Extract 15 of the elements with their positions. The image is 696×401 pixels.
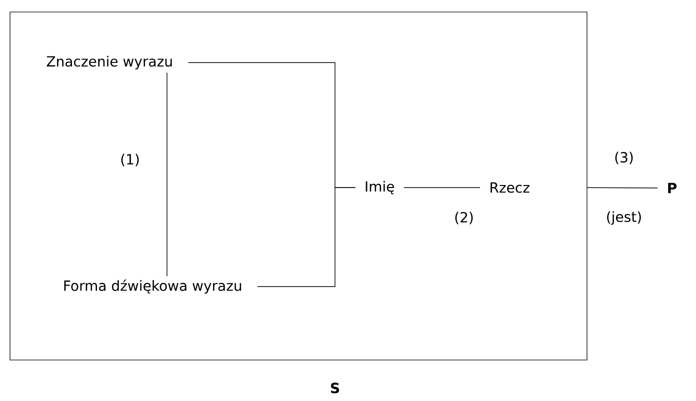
connector-line — [587, 187, 658, 188]
side-label: S — [330, 382, 340, 394]
edge-label: (3) — [613, 150, 635, 166]
connector-line — [166, 72, 168, 277]
word-text: Imię — [366, 180, 394, 194]
word-text: Znaczenie wyrazu — [46, 56, 172, 70]
note-text: (jest) — [607, 211, 641, 225]
letter-text: P — [668, 182, 677, 194]
connector-line — [404, 187, 480, 188]
word-text: Rzecz — [490, 182, 530, 193]
word-text: Forma dźwiękowa wyrazu — [64, 280, 242, 294]
edge-label: (1) — [119, 152, 141, 168]
connector-line — [257, 187, 356, 287]
edge-label: (2) — [453, 210, 475, 226]
frame-box — [10, 12, 588, 360]
